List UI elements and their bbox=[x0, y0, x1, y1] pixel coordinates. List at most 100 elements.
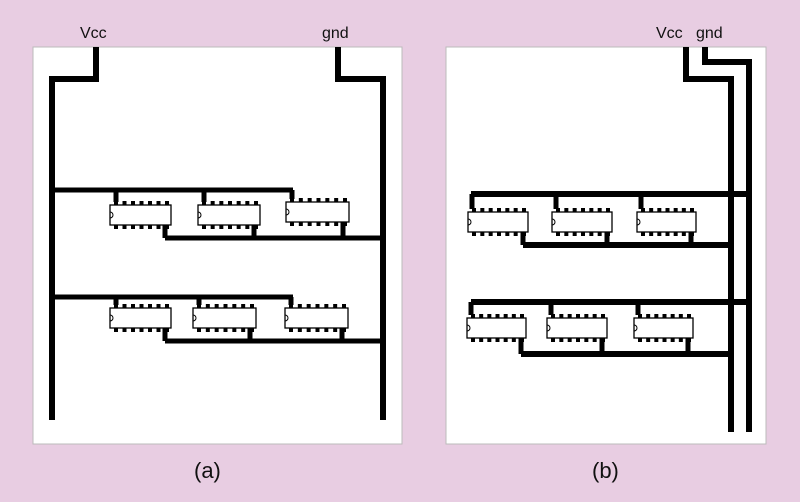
chip-pin bbox=[297, 304, 302, 308]
chip-pin bbox=[298, 222, 303, 226]
chip-pin bbox=[148, 201, 152, 205]
chip-pin bbox=[564, 232, 569, 236]
ic-chip bbox=[197, 201, 261, 229]
chip-pin bbox=[114, 225, 118, 229]
chip-pin bbox=[513, 208, 518, 212]
chip-pin bbox=[662, 338, 667, 342]
chip-pin bbox=[197, 328, 201, 332]
chip-pin bbox=[606, 208, 610, 212]
chip-pin bbox=[156, 225, 161, 229]
chip-pin bbox=[606, 232, 610, 236]
chip-pin bbox=[334, 222, 339, 226]
chip-pin bbox=[219, 225, 224, 229]
ic-chip bbox=[633, 314, 694, 342]
chip-pin bbox=[678, 314, 683, 318]
chip-notch bbox=[551, 218, 556, 226]
chip-pin bbox=[503, 338, 508, 342]
chip-pin bbox=[156, 201, 161, 205]
chip-pin bbox=[156, 304, 161, 308]
chip-pin bbox=[497, 208, 501, 212]
chip-body bbox=[109, 307, 172, 329]
ic-chip bbox=[285, 198, 350, 226]
ic-chip bbox=[546, 314, 608, 342]
chip-pin bbox=[165, 225, 169, 229]
panel-a bbox=[32, 46, 403, 445]
panel-b-caption: (b) bbox=[592, 458, 619, 483]
chip-notch bbox=[546, 324, 551, 332]
chip-pin bbox=[662, 314, 667, 318]
chip-pin bbox=[325, 222, 330, 226]
chip-pin bbox=[315, 328, 320, 332]
chip-pin bbox=[480, 232, 485, 236]
chip-pin bbox=[122, 201, 127, 205]
chip-pin bbox=[589, 208, 594, 212]
chip-pin bbox=[315, 304, 320, 308]
chip-pin bbox=[210, 225, 215, 229]
chip-pin bbox=[342, 304, 346, 308]
chip-notch bbox=[284, 314, 289, 322]
chip-pin bbox=[564, 208, 569, 212]
chip-pin bbox=[581, 208, 585, 212]
chip-pin bbox=[597, 232, 602, 236]
chip-pin bbox=[297, 328, 302, 332]
chip-pin bbox=[505, 232, 510, 236]
chip-pin bbox=[334, 198, 339, 202]
chip-pin bbox=[641, 232, 645, 236]
chip-pin bbox=[148, 328, 152, 332]
chip-pin bbox=[139, 201, 144, 205]
chip-pin bbox=[250, 328, 254, 332]
chip-pin bbox=[165, 328, 169, 332]
chip-pin bbox=[592, 314, 597, 318]
chip-notch bbox=[192, 314, 197, 322]
ic-chip bbox=[109, 304, 172, 332]
chip-pin bbox=[479, 338, 484, 342]
chip-pin bbox=[289, 304, 293, 308]
chip-pin bbox=[503, 314, 508, 318]
chip-pin bbox=[480, 208, 485, 212]
chip-pin bbox=[551, 338, 555, 342]
panel-a-vcc-label: Vcc bbox=[80, 25, 107, 42]
chip-pin bbox=[306, 304, 311, 308]
chip-pin bbox=[122, 225, 127, 229]
chip-pin bbox=[245, 201, 250, 205]
chip-pin bbox=[673, 232, 678, 236]
chip-pin bbox=[114, 328, 118, 332]
chip-pin bbox=[472, 232, 476, 236]
chip-pin bbox=[505, 208, 510, 212]
chip-pin bbox=[576, 314, 580, 318]
chip-pin bbox=[131, 304, 135, 308]
chip-body bbox=[551, 211, 613, 233]
chip-pin bbox=[654, 314, 659, 318]
vcc-wire-b bbox=[683, 47, 734, 432]
chip-notch bbox=[636, 218, 641, 226]
chip-pin bbox=[479, 314, 484, 318]
chip-pin bbox=[488, 208, 493, 212]
chip-pin bbox=[511, 338, 516, 342]
chip-pin bbox=[306, 328, 311, 332]
chip-pin bbox=[131, 328, 135, 332]
ic-chip bbox=[467, 208, 529, 236]
chip-pin bbox=[250, 304, 254, 308]
gnd-wire-a bbox=[335, 47, 386, 420]
chip-pin bbox=[522, 232, 526, 236]
chip-pin bbox=[654, 338, 659, 342]
chip-pin bbox=[165, 304, 169, 308]
chip-pin bbox=[241, 328, 246, 332]
chip-pin bbox=[333, 328, 338, 332]
chip-pin bbox=[559, 314, 564, 318]
chip-pin bbox=[290, 222, 294, 226]
chip-pin bbox=[307, 198, 312, 202]
chip-pin bbox=[223, 328, 228, 332]
chip-pin bbox=[122, 328, 127, 332]
chip-pin bbox=[471, 314, 475, 318]
chip-body bbox=[467, 211, 529, 233]
chip-pin bbox=[641, 208, 645, 212]
ic-chip bbox=[284, 304, 349, 332]
chip-pin bbox=[678, 338, 683, 342]
chip-pin bbox=[488, 232, 493, 236]
chip-pin bbox=[122, 304, 127, 308]
chip-notch bbox=[466, 324, 471, 332]
chip-pin bbox=[556, 208, 560, 212]
chip-pin bbox=[205, 328, 210, 332]
